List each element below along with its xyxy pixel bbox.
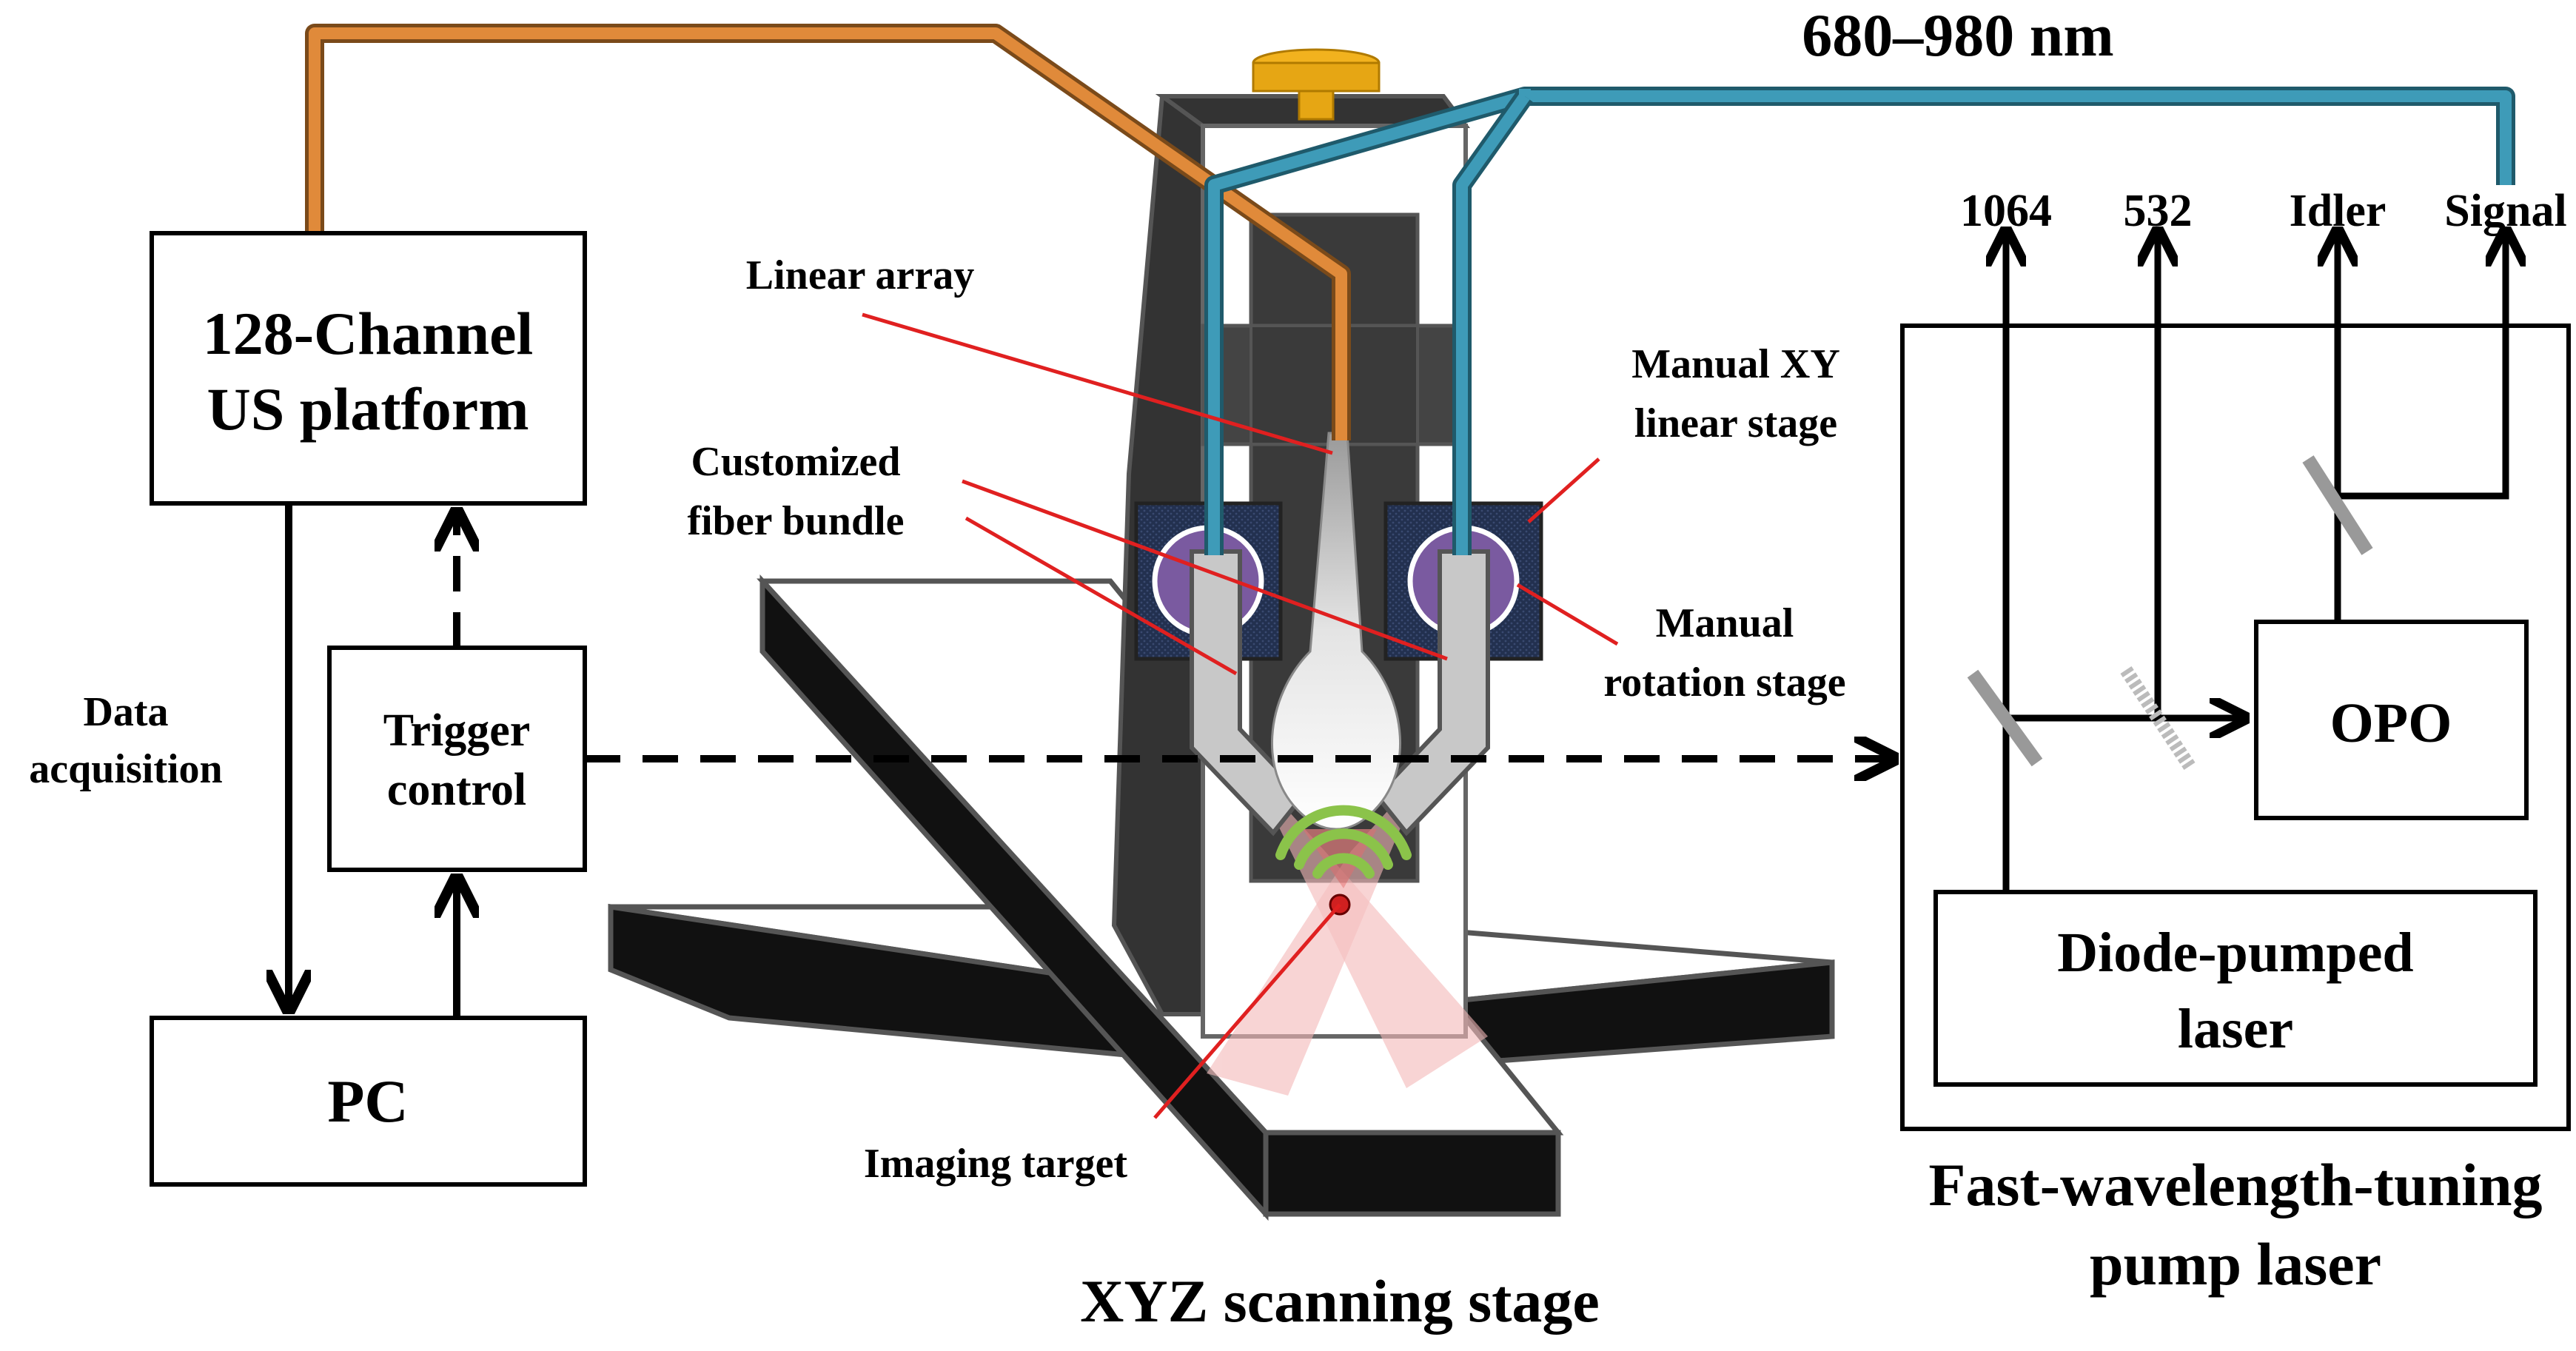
left-arrows [289, 503, 1891, 1018]
us-platform-label-2: US platform [207, 375, 529, 443]
mirror-idler [2302, 455, 2373, 555]
xy-stage-label-2: linear stage [1634, 400, 1837, 446]
leader-lines [862, 312, 1619, 1119]
diode-label-1: Diode-pumped [2057, 922, 2413, 984]
pump-laser-label-1: Fast-wavelength-tuning [1928, 1151, 2542, 1218]
fiber-bundle-label-2: fiber bundle [687, 498, 904, 544]
us-platform-label-1: 128-Channel [203, 300, 534, 367]
trigger-label-1: Trigger [383, 705, 531, 756]
laser-beam-paths [2006, 233, 2506, 892]
pc-block: PC [150, 1016, 587, 1187]
xy-stage-label-1: Manual XY [1631, 341, 1840, 387]
opo-block [2254, 620, 2529, 820]
rotation-stage-label-1: Manual [1656, 600, 1794, 646]
pump-laser-system: Diode-pumped laser OPO 1064 532 Idler Si… [1900, 186, 2571, 1298]
us-cable [305, 24, 1351, 440]
thumb-screw-body [1252, 61, 1381, 93]
mirror-532 [2120, 666, 2196, 770]
acoustic-wave-marker [1275, 805, 1412, 879]
diode-label-2: laser [2178, 998, 2293, 1060]
trigger-label-2: control [387, 765, 526, 815]
diode-laser-block [1933, 890, 2538, 1087]
linear-array-label: Linear array [746, 252, 974, 298]
opo-label: OPO [2330, 692, 2452, 754]
fiber-bundle-label-1: Customized [691, 439, 900, 485]
output-idler-label: Idler [2290, 186, 2387, 236]
wavelength-range-label: 680–980 nm [1802, 1, 2113, 69]
output-signal-label: Signal [2444, 186, 2566, 236]
beam-signal [2338, 233, 2506, 500]
pc-label: PC [327, 1067, 408, 1135]
output-1064-label: 1064 [1960, 186, 2052, 236]
pump-laser-label-2: pump laser [2090, 1230, 2381, 1298]
output-532-label: 532 [2124, 186, 2193, 236]
scanning-stage-label: XYZ scanning stage [1080, 1267, 1600, 1335]
thumb-screw-stem [1298, 90, 1335, 121]
trigger-control-block: Trigger control [327, 646, 587, 872]
us-platform-block: 128-Channel US platform [150, 231, 587, 506]
fiber-cable [1204, 87, 2515, 555]
stage-diagonal-rail-front [1263, 1130, 1561, 1217]
mirror-1064 [1967, 669, 2043, 767]
data-acquisition-label-2: acquisition [29, 746, 222, 792]
rotation-stage-label-2: rotation stage [1603, 660, 1845, 705]
data-acquisition-label-1: Data [83, 689, 168, 735]
imaging-target-label: Imaging target [864, 1141, 1128, 1187]
